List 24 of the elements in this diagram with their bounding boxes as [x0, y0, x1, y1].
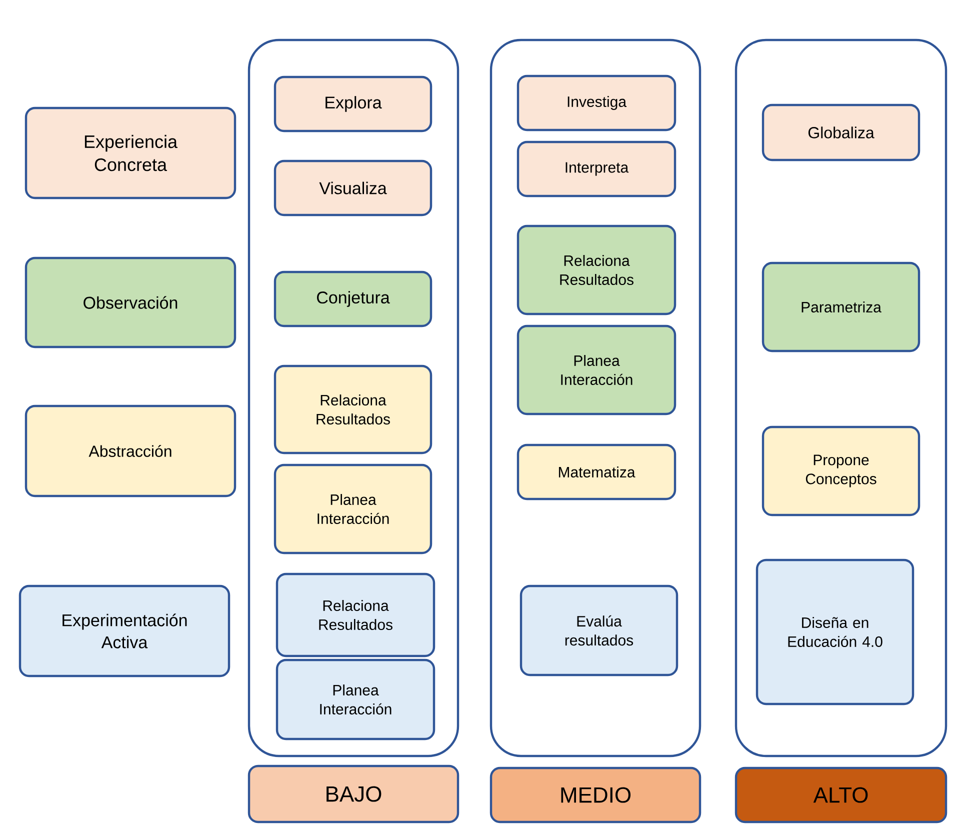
skill-box: Propone Conceptos	[762, 426, 920, 516]
skill-box: Interpreta	[516, 140, 676, 198]
skill-box: Explora	[274, 76, 432, 132]
skill-box: Visualiza	[274, 160, 432, 216]
skill-box: Planea Interacción	[276, 658, 436, 740]
skill-box: Relaciona Resultados	[276, 572, 436, 658]
skill-box: Matematiza	[516, 444, 676, 500]
stage-box: Observación	[24, 256, 236, 348]
skill-box: Globaliza	[762, 104, 920, 162]
level-label: BAJO	[248, 764, 460, 824]
level-label: ALTO	[734, 766, 948, 824]
skill-box: Planea Interacción	[274, 464, 432, 554]
skill-box: Planea Interacción	[516, 324, 676, 416]
level-label: MEDIO	[490, 766, 702, 824]
skill-box: Relaciona Resultados	[274, 364, 432, 454]
skill-box: Conjetura	[274, 270, 432, 328]
skill-box: Diseña en Educación 4.0	[756, 558, 914, 706]
skill-box: Relaciona Resultados	[516, 224, 676, 316]
skill-box: Parametriza	[762, 262, 920, 352]
skill-box: Investiga	[516, 74, 676, 132]
stage-box: Experiencia Concreta	[24, 106, 236, 200]
skill-box: Evalúa resultados	[520, 584, 678, 676]
stage-box: Experimentación Activa	[18, 584, 230, 678]
stage-box: Abstracción	[24, 404, 236, 498]
